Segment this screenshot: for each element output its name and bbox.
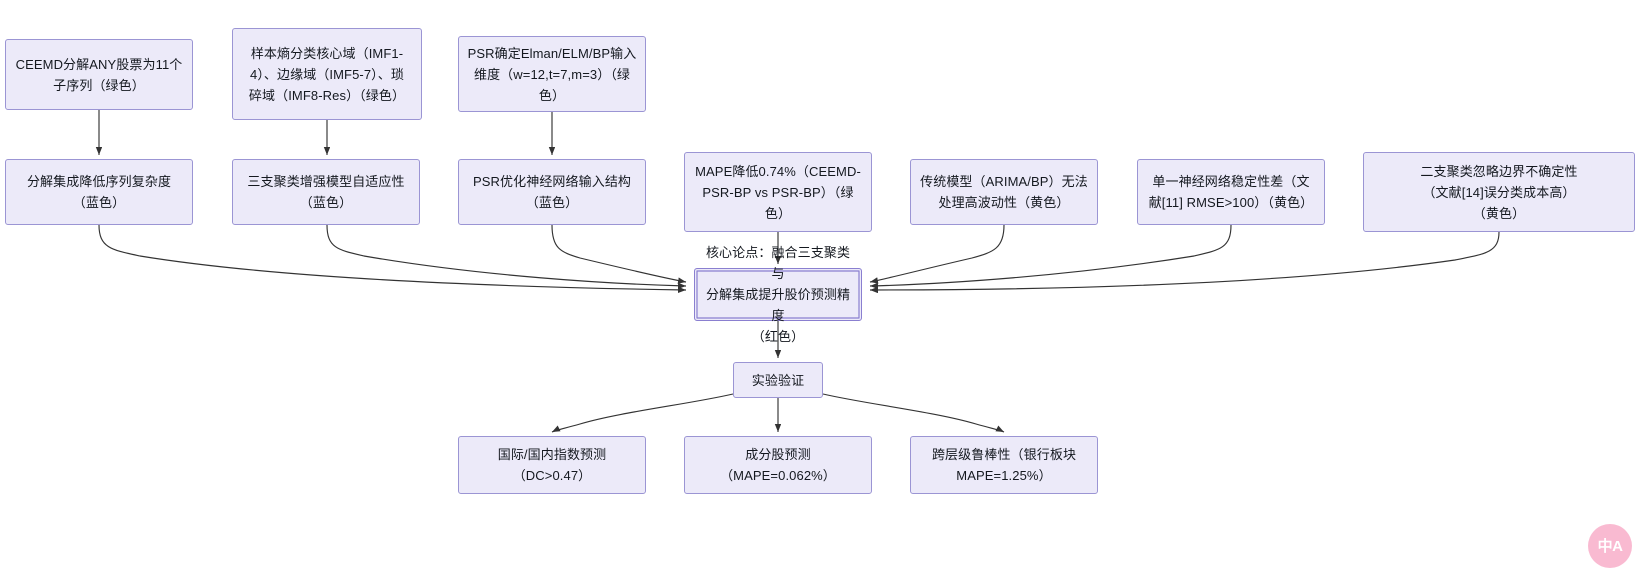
edge-n11-n14 (822, 393, 1005, 433)
node-two-way-clustering-boundary[interactable]: 二支聚类忽略边界不确定性 （文献[14]误分类成本高） （黄色） (1363, 152, 1635, 232)
edge-n10-core (869, 231, 1500, 294)
edge-n5-core (326, 224, 687, 289)
node-psr-input-dimension[interactable]: PSR确定Elman/ELM/BP输入 维度（w=12,t=7,m=3）（绿 色… (458, 36, 646, 112)
node-ceemd-decompose[interactable]: CEEMD分解ANY股票为11个 子序列（绿色） (5, 39, 193, 110)
node-label: CEEMD分解ANY股票为11个 子序列（绿色） (15, 56, 183, 93)
node-psr-optimize-structure[interactable]: PSR优化神经网络输入结构 （蓝色） (458, 159, 646, 225)
node-core-thesis[interactable]: 核心论点：融合三支聚类与 分解集成提升股价预测精度 （红色） (694, 245, 862, 344)
node-label: PSR优化神经网络输入结构 （蓝色） (472, 174, 632, 210)
node-label: 传统模型（ARIMA/BP）无法 处理高波动性（黄色） (920, 174, 1088, 210)
node-label: 二支聚类忽略边界不确定性 （文献[14]误分类成本高） （黄色） (1420, 163, 1578, 221)
node-traditional-model-limitation[interactable]: 传统模型（ARIMA/BP）无法 处理高波动性（黄色） (910, 159, 1098, 225)
watermark-badge: 中A (1588, 524, 1632, 568)
node-label: 核心论点：融合三支聚类与 分解集成提升股价预测精度 （红色） (705, 245, 851, 344)
node-three-way-clustering-adaptivity[interactable]: 三支聚类增强模型自适应性 （蓝色） (232, 159, 420, 225)
node-label: PSR确定Elman/ELM/BP输入 维度（w=12,t=7,m=3）（绿 色… (467, 45, 637, 103)
node-label: 样本熵分类核心域（IMF1- 4）、边缘域（IMF5-7）、琐 碎域（IMF8-… (248, 45, 406, 103)
node-constituent-stock-forecast[interactable]: 成分股预测 （MAPE=0.062%） (684, 436, 872, 494)
node-cross-level-robustness[interactable]: 跨层级鲁棒性（银行板块 MAPE=1.25%） (910, 436, 1098, 494)
node-experimental-verification[interactable]: 实验验证 (733, 362, 823, 398)
node-label: MAPE降低0.74%（CEEMD- PSR-BP vs PSR-BP）（绿 色… (695, 163, 861, 221)
edge-n8-core (869, 224, 1005, 284)
edge-n11-n12 (551, 393, 734, 433)
node-single-nn-instability[interactable]: 单一神经网络稳定性差（文 献[11] RMSE>100）（黄色） (1137, 159, 1325, 225)
node-label: 单一神经网络稳定性差（文 献[11] RMSE>100）（黄色） (1148, 174, 1314, 210)
node-label: 实验验证 (751, 372, 805, 388)
watermark-label: 中A (1597, 537, 1623, 555)
node-label: 分解集成降低序列复杂度 （蓝色） (26, 174, 172, 210)
node-mape-reduction[interactable]: MAPE降低0.74%（CEEMD- PSR-BP vs PSR-BP）（绿 色… (684, 152, 872, 232)
node-sample-entropy-classify[interactable]: 样本熵分类核心域（IMF1- 4）、边缘域（IMF5-7）、琐 碎域（IMF8-… (232, 28, 422, 120)
node-index-forecast[interactable]: 国际/国内指数预测 （DC>0.47） (458, 436, 646, 494)
edge-n6-core (551, 224, 687, 284)
node-reduce-complexity[interactable]: 分解集成降低序列复杂度 （蓝色） (5, 159, 193, 225)
node-label: 跨层级鲁棒性（银行板块 MAPE=1.25%） (931, 447, 1077, 483)
node-label: 三支聚类增强模型自适应性 （蓝色） (247, 174, 405, 210)
edge-n9-core (869, 224, 1232, 289)
node-label: 国际/国内指数预测 （DC>0.47） (497, 447, 607, 483)
node-label: 成分股预测 （MAPE=0.062%） (720, 447, 836, 483)
edge-n4-core (98, 224, 687, 294)
